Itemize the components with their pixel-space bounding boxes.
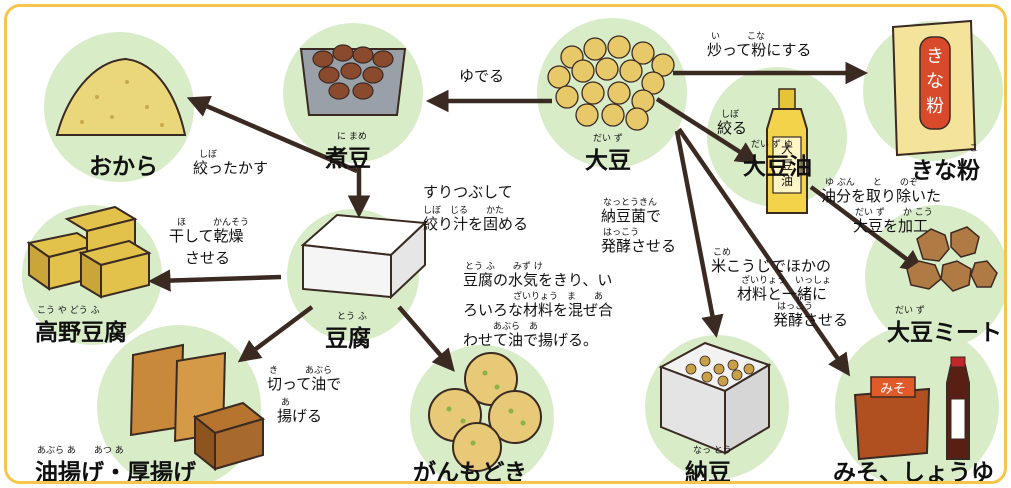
aburaage-illustration [129, 343, 266, 472]
daizu-ruby: だい ず [593, 134, 623, 144]
daizuyu-illustration: 大 豆 油 [766, 88, 808, 214]
kitte2-ruby: あ [281, 398, 291, 408]
arrow-okara [186, 96, 358, 174]
arrow-miso [677, 127, 851, 377]
nattokin-ruby: なっとうきん [603, 198, 658, 208]
shibottakasu-ruby: しぼ [199, 150, 218, 160]
kinako-ruby: こ [969, 144, 979, 154]
daizuyu-label: 大豆油 [743, 154, 812, 180]
svg-text:豆: 豆 [781, 158, 793, 172]
miso-illustration: みそ [853, 356, 970, 461]
hakko-ruby: はっこう [603, 228, 640, 238]
ganmodoki-illustration [428, 352, 542, 472]
hoshite-ruby: ほ かんそう [177, 218, 250, 228]
komekoji-text-1: 米こうじでほかの [711, 257, 832, 275]
ganmo3-ruby: あぶら あ [493, 322, 539, 332]
yubun-text-2: 大豆を加工 [853, 217, 929, 235]
natto-illustration [658, 341, 772, 455]
daizu-label: 大豆 [585, 148, 631, 174]
okara-label: おから [89, 154, 158, 180]
koyadofu-label: 高野豆腐 [35, 320, 127, 346]
daizuyu-ruby: だい ず ゆ [751, 140, 793, 150]
yubun-ruby: ゆ ぶん と のぞ [825, 178, 918, 188]
daizu-illustration [547, 35, 675, 131]
komekoji3-ruby: はっこう [777, 302, 814, 312]
miso-shoyu-label: みそ、しょうゆ [833, 460, 994, 484]
suritsubu-text-2: 絞り汁を固める [423, 215, 529, 233]
komekoji-text-3: 発酵させる [773, 311, 849, 329]
nimame-label: 煮豆 [325, 146, 371, 172]
kinako-illustration: き な 粉 [891, 19, 977, 157]
svg-text:粉: 粉 [926, 96, 944, 117]
shibottakasu-text: 絞ったかす [193, 159, 269, 177]
natto-ruby: なっ とう [693, 446, 732, 456]
nattokin-text-1: 納豆菌で [601, 207, 662, 225]
svg-text:な: な [926, 71, 944, 92]
okara-illustration [55, 57, 187, 136]
suritsubu-text-1: すりつぶして [423, 183, 513, 201]
diagram-graphics: き な 粉 大 豆 油 [22, 18, 1004, 481]
shiboru-ruby: しぼ [721, 110, 740, 120]
ganmo-text-1: 豆腐の水気をきり、い [463, 271, 613, 289]
arrow-ganmodoki [397, 305, 455, 372]
shiboru-text: 絞る [717, 119, 748, 137]
svg-text:き: き [926, 46, 944, 67]
tofu-illustration [300, 213, 428, 300]
komekoji-text-2: 材料と一緒に [737, 285, 828, 303]
koyadofu-ruby: こう や どう ふ [37, 306, 100, 316]
hoshite-text-2: させる [185, 249, 231, 267]
yuderu-text: ゆでる [459, 67, 505, 85]
komekoji-ruby: こめ [713, 248, 732, 258]
diagram-frame: き な 粉 大 豆 油 [4, 4, 1007, 484]
yubun2-ruby: だい ず か こう [855, 208, 933, 218]
nimame-illustration [299, 44, 407, 116]
natto-label: 納豆 [685, 460, 731, 484]
ganmo-ruby: とう ふ みず け [465, 262, 543, 272]
tofu-ruby: とう ふ [337, 312, 367, 322]
nimame-ruby: に まめ [337, 132, 367, 142]
aburaage-ruby: あぶら あ あつ あ [37, 446, 124, 456]
kitte-ruby: き あぶら [269, 366, 333, 376]
suritsubu-ruby: しぼ じる かた [423, 206, 505, 216]
kitte-text-2: 揚げる [277, 407, 323, 425]
arrow-shiboru [655, 97, 759, 164]
iru-ruby: い こな [711, 32, 766, 42]
daizu-meat-ruby: だい ず [895, 306, 925, 316]
kinako-label: きな粉 [911, 158, 980, 184]
daizu-meat-label: 大豆ミート [887, 320, 1002, 346]
ganmo-text-2: ろいろな材料を混ぜ合 [463, 301, 614, 319]
nattokin-text-2: 発酵させる [601, 237, 677, 255]
hoshite-text-1: 干して乾燥 [169, 227, 244, 245]
kitte-text-1: 切って油で [267, 375, 342, 393]
svg-text:みそ: みそ [880, 382, 906, 397]
svg-text:油: 油 [781, 174, 793, 188]
arrow-aburaage [237, 305, 314, 363]
komekoji2-ruby: ざいりょう いっしょ [741, 276, 832, 286]
arrow-natto [674, 130, 724, 338]
tofu-label: 豆腐 [325, 326, 371, 352]
ganmo-text-3: わせて油で揚げる。 [463, 331, 599, 349]
arrow-daizu-meat [809, 185, 925, 273]
iru-text: 炒って粉にする [707, 41, 812, 59]
ganmo2-ruby: ざいりょう ま あ [513, 292, 604, 302]
svg-text:大: 大 [781, 142, 793, 156]
yubun-text-1: 油分を取り除いた [821, 187, 942, 205]
arrow-koyadofu [148, 269, 282, 292]
daizu-meat-illustration [906, 226, 998, 292]
ganmodoki-label: がんもどき [413, 460, 527, 484]
aburaage-label: 油揚げ・厚揚げ [35, 460, 196, 484]
koyadofu-illustration [26, 205, 152, 299]
